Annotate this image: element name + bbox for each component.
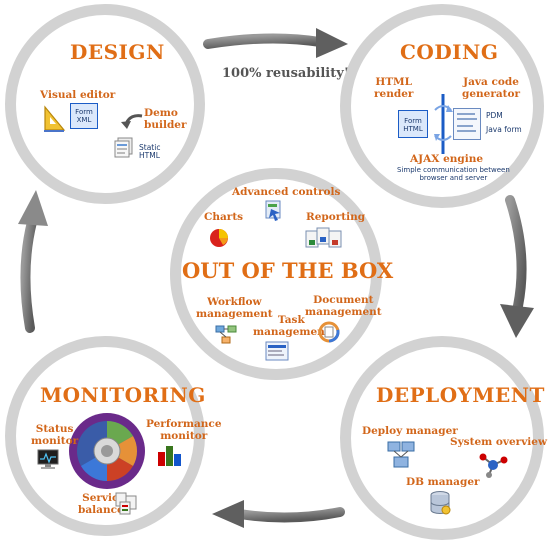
ajax-description-line-1: Simple communication between (397, 166, 510, 174)
design-title: DESIGN (70, 40, 165, 64)
status-monitor-label: Status monitor (31, 423, 78, 447)
html-render-line-1: HTML (375, 76, 413, 88)
arrow-design-to-coding (203, 33, 325, 49)
form-html-box: Form HTML (398, 110, 428, 138)
static-html-line-1: Static (139, 143, 161, 152)
arrow-monitoring-to-design (20, 217, 37, 333)
demo-builder-line-1: Demo (144, 107, 178, 119)
form-xml-box: Form XML (70, 103, 98, 129)
service-balancer-label: Service balancer (78, 492, 129, 516)
form-xml-line-1: Form (75, 108, 93, 116)
java-form-label: Java form (486, 125, 522, 134)
pie-chart-icon (207, 226, 231, 248)
system-overview-label: System overview (450, 436, 548, 448)
static-html-label: Static HTML (139, 144, 160, 160)
service-balancer-line-2: balancer (78, 504, 130, 516)
design-circle (5, 4, 205, 204)
task-management-line-1: Task (277, 314, 305, 326)
status-monitor-line-2: monitor (31, 435, 79, 447)
arrowhead-design-to-coding (316, 28, 348, 58)
database-icon (428, 490, 452, 516)
html-render-label: HTML render (374, 76, 413, 100)
java-source-box (453, 108, 481, 140)
document-management-label: Document management (305, 294, 382, 318)
task-management-label: Task management (253, 314, 330, 338)
network-computers-icon (384, 440, 418, 470)
status-monitor-icon (36, 448, 60, 470)
bar-chart-3d-icon (156, 442, 184, 468)
arrowhead-monitoring-to-design (18, 190, 48, 226)
document-cycle-icon (316, 320, 342, 344)
visual-editor-label: Visual editor (40, 89, 116, 101)
db-manager-label: DB manager (406, 476, 480, 488)
java-code-generator-line-1: Java code (463, 76, 519, 88)
coding-title: CODING (400, 40, 499, 64)
monitoring-title: MONITORING (40, 383, 206, 407)
controls-icon (262, 199, 284, 221)
workflow-management-line-1: Workflow (207, 296, 262, 308)
workflow-management-line-2: management (196, 308, 273, 320)
arrowhead-coding-to-deployment (500, 304, 534, 338)
form-xml-line-2: XML (76, 116, 92, 124)
pdm-label: PDM (486, 111, 503, 120)
arrowhead-deployment-to-monitoring (212, 500, 244, 528)
charts-label: Charts (204, 211, 244, 223)
arrow-coding-to-deployment (505, 195, 527, 311)
performance-monitor-label: Performance monitor (146, 418, 222, 442)
status-monitor-line-1: Status (35, 423, 74, 435)
workflow-icon (214, 323, 238, 345)
reusability-label: 100% reusability! (222, 66, 350, 81)
static-html-line-2: HTML (139, 151, 160, 160)
balancer-pages-icon (114, 490, 138, 516)
task-list-icon (264, 340, 290, 362)
reports-icon (304, 225, 346, 251)
performance-monitor-line-1: Performance (146, 418, 222, 430)
out-of-the-box-title: OUT OF THE BOX (182, 258, 394, 283)
document-management-line-1: Document (313, 294, 374, 306)
workflow-management-label: Workflow management (196, 296, 273, 320)
exchange-arrows-icon (432, 90, 454, 158)
deployment-title: DEPLOYMENT (376, 383, 545, 407)
ajax-description: Simple communication between browser and… (397, 166, 510, 182)
html-pages-icon (112, 137, 134, 159)
arrow-deployment-to-monitoring (235, 507, 345, 523)
service-balancer-line-1: Service (82, 492, 126, 504)
performance-monitor-line-2: monitor (160, 430, 208, 442)
demo-builder-label: Demo builder (144, 107, 187, 131)
task-management-line-2: management (253, 326, 330, 338)
demo-builder-line-2: builder (144, 119, 187, 131)
service-cycle-wheel-icon (66, 410, 148, 492)
advanced-controls-label: Advanced controls (232, 186, 341, 198)
java-code-generator-label: Java code generator (462, 76, 520, 100)
document-management-line-2: management (305, 306, 382, 318)
curved-arrow-icon (118, 112, 144, 130)
molecule-icon (478, 452, 508, 478)
reporting-label: Reporting (306, 211, 366, 223)
form-html-line-1: Form (404, 117, 422, 125)
form-html-line-2: HTML (403, 125, 423, 133)
deploy-manager-label: Deploy manager (362, 425, 458, 437)
ajax-description-line-2: browser and server (419, 174, 488, 182)
html-render-line-2: render (374, 88, 414, 100)
code-lines-icon (457, 113, 477, 132)
ajax-engine-label: AJAX engine (410, 153, 484, 165)
ruler-triangle-icon (42, 104, 66, 132)
java-code-generator-line-2: generator (462, 88, 521, 100)
